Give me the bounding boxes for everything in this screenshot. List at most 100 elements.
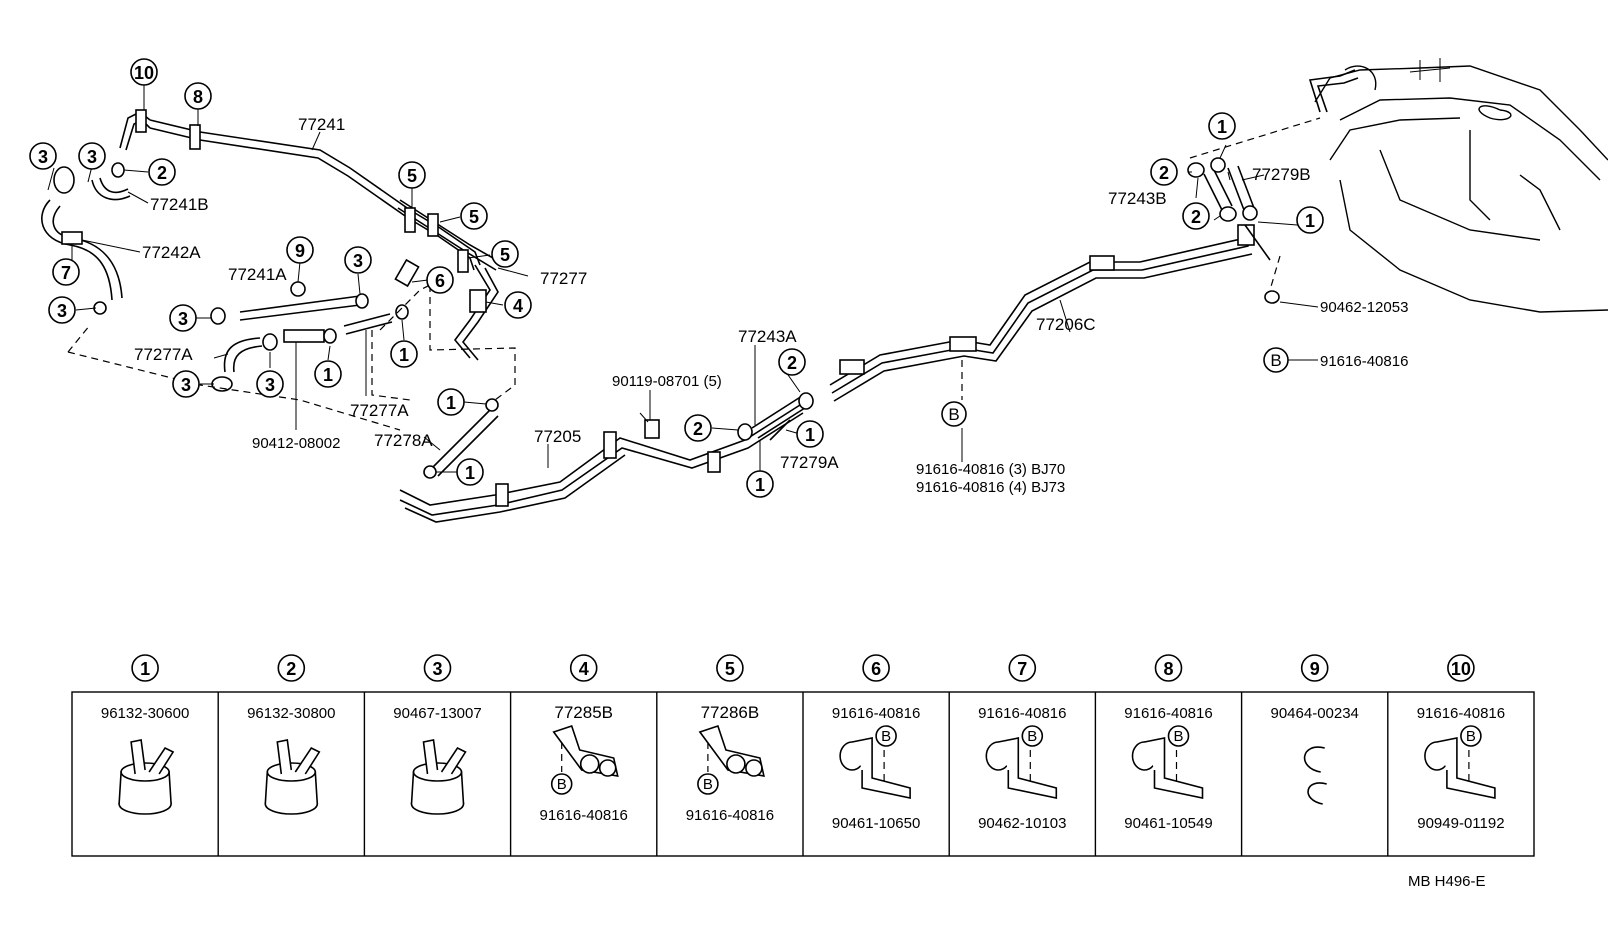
svg-text:5: 5 [469,207,479,227]
svg-text:B: B [557,776,567,793]
callout-9: 9 [286,236,314,264]
legend-cell-2: 2 96132-30800 [217,654,336,856]
clip-3c-part [355,293,369,309]
legend-top-code: 90464-00234 [1270,705,1358,722]
callout-3: 3 [78,142,106,170]
legend-number: 6 [871,659,881,679]
legend-part-drawing: B [1424,725,1496,799]
svg-text:1: 1 [805,425,815,445]
legend-bottom-code: 91616-40816 [686,807,774,824]
legend-part-drawing [264,739,321,815]
legend-number: 2 [286,659,296,679]
callout-B: B [941,401,967,427]
svg-text:3: 3 [87,147,97,167]
legend-number: 4 [579,659,589,679]
label-77243B: 77243B [1108,189,1167,208]
legend-part-drawing: B [839,725,911,799]
legend-top-code: 96132-30600 [101,705,189,722]
legend-bottom-code: 90461-10650 [832,815,920,832]
svg-text:2: 2 [157,163,167,183]
legend-top-code: 91616-40816 [978,705,1066,722]
legend-top-code: 77286B [701,703,760,722]
legend-bottom-code: 90462-10103 [978,815,1066,832]
callout-1: 1 [1208,112,1236,140]
svg-text:2: 2 [1191,207,1201,227]
callout-3: 3 [256,370,284,398]
legend-number: 9 [1310,659,1320,679]
legend-table: 196132-30600296132-30800390467-130074772… [71,654,1535,857]
hose-77242A [41,199,113,301]
callout-2: 2 [1150,158,1178,186]
callout-2: 2 [148,158,176,186]
svg-text:2: 2 [1159,163,1169,183]
legend-cell-5: 5 77286B B 91616-40816 [656,654,774,856]
legend-number: 5 [725,659,735,679]
label-77241: 77241 [298,115,345,134]
callout-2: 2 [684,414,712,442]
clip-3d-part [210,307,226,325]
legend-part-drawing: B [985,725,1058,799]
svg-text:B: B [948,405,959,424]
callout-6: 6 [426,266,454,294]
legend-bottom-code: 90461-10549 [1124,815,1212,832]
svg-text:B: B [1270,351,1281,370]
svg-text:1: 1 [446,393,456,413]
legend-number-circle [1154,654,1183,682]
callout-1: 1 [1296,206,1324,234]
legend-part-drawing: B [697,724,765,795]
legend-number: 10 [1451,659,1471,679]
label-77277A-left: 77277A [134,345,193,364]
label-91616-bj70: 91616-40816 (3) BJ70 [916,461,1065,478]
svg-text:1: 1 [399,345,409,365]
callout-1: 1 [456,458,484,486]
callout-3: 3 [344,246,372,274]
callout-1: 1 [437,388,465,416]
svg-text:3: 3 [38,147,48,167]
legend-number: 8 [1163,659,1173,679]
callout-1: 1 [746,470,774,498]
legend-number-circle [569,654,598,682]
legend-bottom-code: 91616-40816 [539,807,627,824]
svg-text:1: 1 [465,463,475,483]
legend-number-circle [277,654,306,682]
svg-text:3: 3 [353,251,363,271]
hose-77277A-mid [343,313,391,327]
clip-9-part [290,281,306,297]
legend-top-code: 91616-40816 [1124,705,1212,722]
label-77241A: 77241A [228,265,287,284]
main-lines-77205-77206C [399,224,1255,523]
svg-text:1: 1 [755,475,765,495]
label-77242A: 77242A [142,243,201,262]
legend-number: 1 [140,659,150,679]
label-90412-08002: 90412-08002 [252,435,340,452]
callout-5: 5 [460,202,488,230]
svg-text:B: B [881,728,891,745]
legend-part-drawing [1303,746,1327,805]
legend-number: 3 [432,659,442,679]
fitting-left [53,166,75,194]
callout-1: 1 [314,360,342,388]
label-77277A-mid: 77277A [350,401,409,420]
label-77279B: 77279B [1252,165,1311,184]
legend-number-circle [1008,654,1037,682]
label-77278A: 77278A [374,431,433,450]
legend-top-code: 96132-30800 [247,705,335,722]
callout-3: 3 [48,296,76,324]
label-90462-12053: 90462-12053 [1320,299,1408,316]
legend-cell-9: 9 90464-00234 [1240,654,1359,856]
svg-text:B: B [1466,728,1476,745]
fuel-tank-right [1187,58,1608,313]
label-91616-40816-right: 91616-40816 [1320,353,1408,370]
fitting-6 [394,258,420,288]
fitting-90412 [283,329,325,343]
legend-number-circle [1300,654,1329,682]
callout-circles: 10 8 3 3 2 7 3 9 3 6 3 3 3 1 1 5 5 5 4 1… [29,58,1324,498]
svg-text:2: 2 [693,419,703,439]
label-77241B: 77241B [150,195,209,214]
clamp-5b [427,213,439,237]
svg-text:1: 1 [323,365,333,385]
svg-text:3: 3 [178,309,188,329]
